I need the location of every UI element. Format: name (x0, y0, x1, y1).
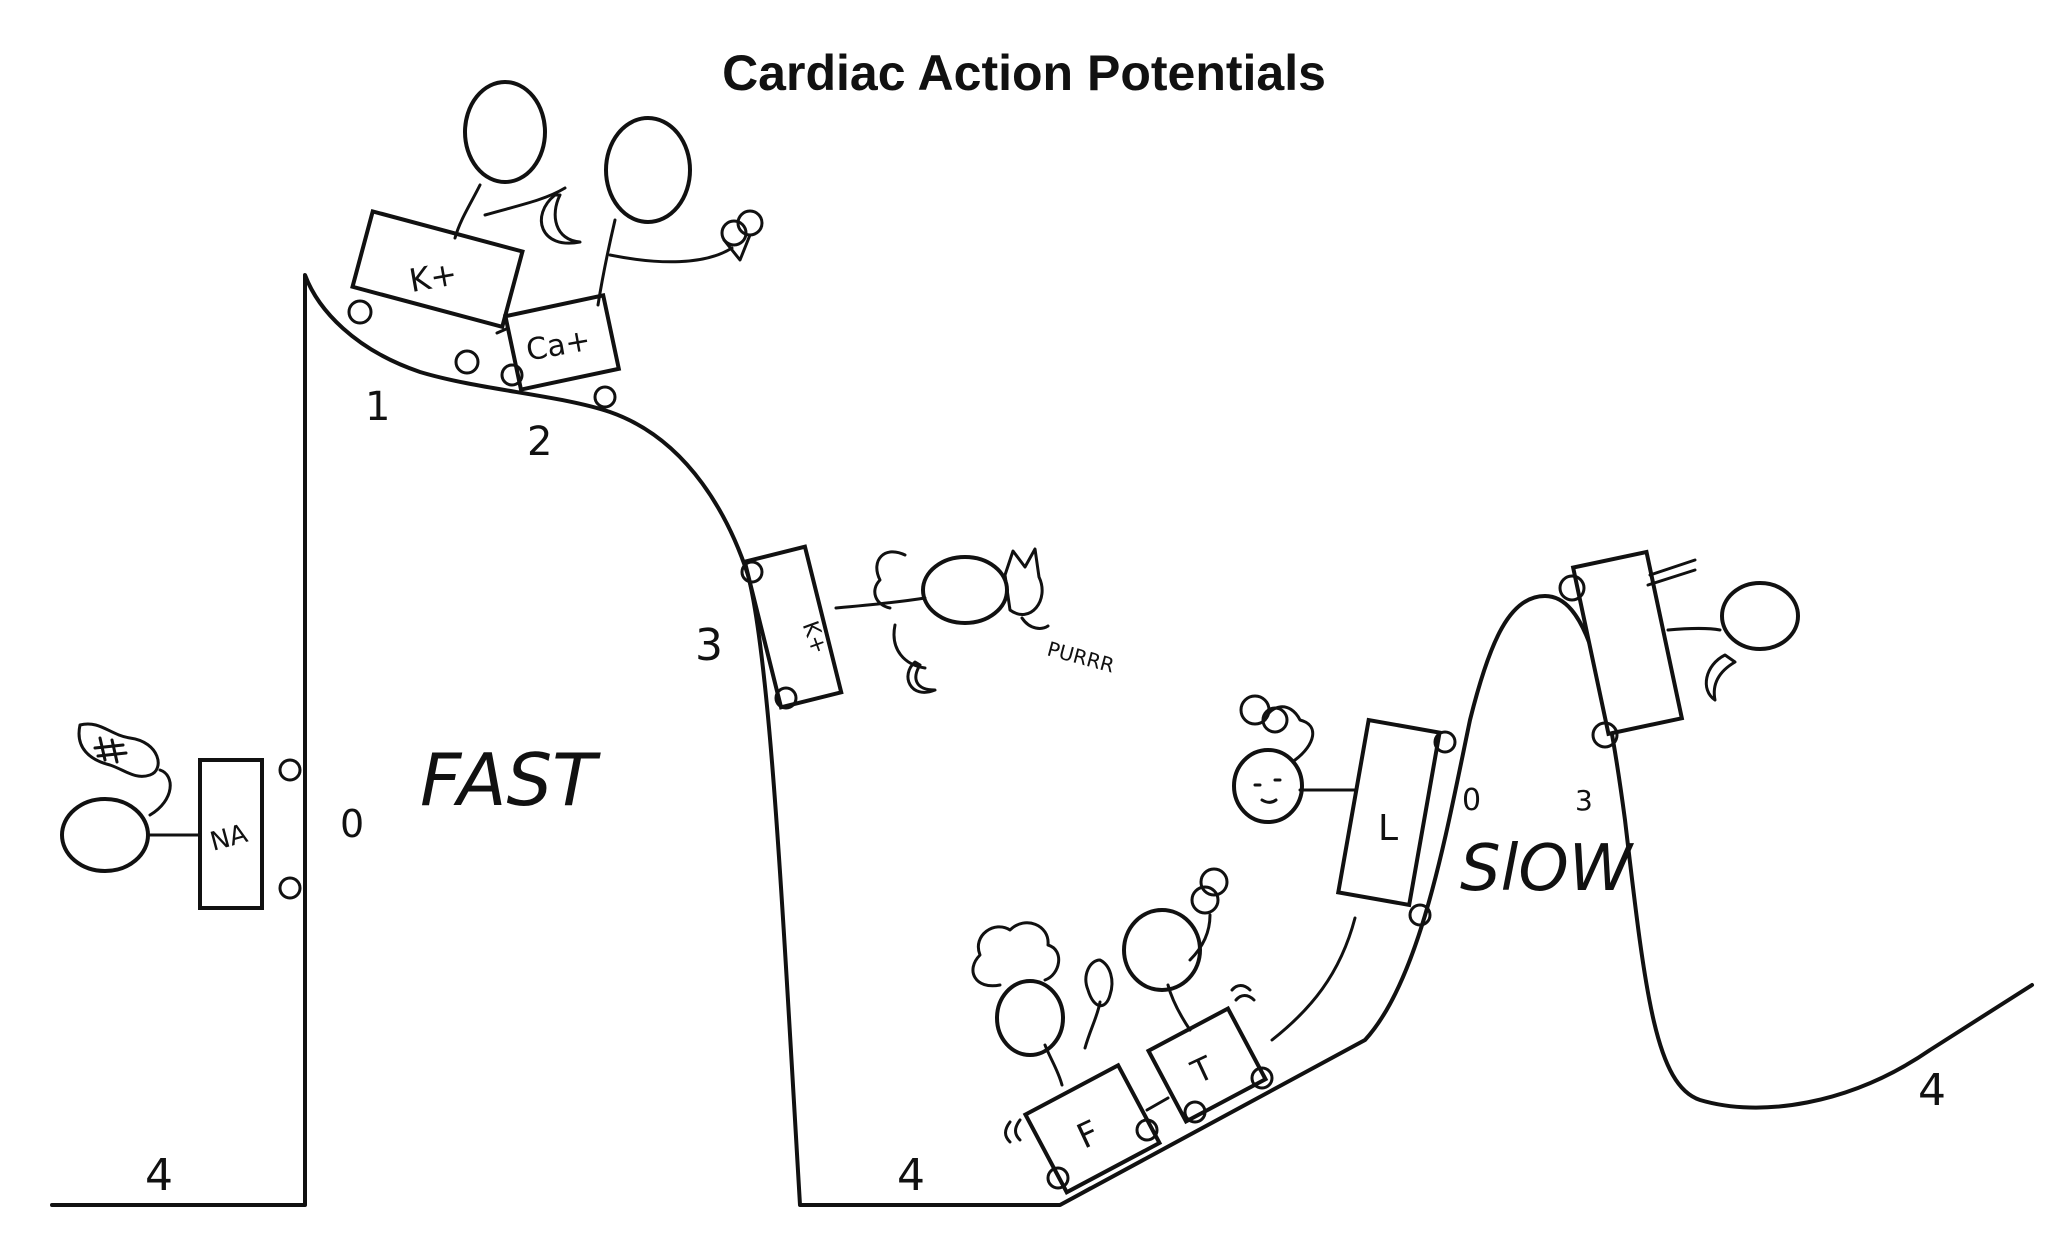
l-cart-wheel (1408, 903, 1432, 927)
l-cart: L (1232, 694, 1457, 1042)
cart-coupling (1145, 1096, 1170, 1112)
page-title: Cardiac Action Potentials (722, 45, 1326, 101)
f-cart: F (971, 921, 1163, 1195)
na-cart: NA (60, 722, 302, 910)
slow-phase-0: 0 (1462, 783, 1481, 818)
k-rider-head (463, 80, 547, 184)
f-rider-hair (971, 921, 1060, 988)
banana-icon (539, 193, 582, 245)
cat-rider-hair (873, 550, 907, 610)
l-cart-label: L (1378, 808, 1398, 849)
ca-rider-head (604, 116, 692, 224)
peak-rider-arm (1666, 627, 1722, 632)
cat-sound-text: PURRR (1045, 637, 1117, 678)
na-rider-hand (148, 768, 172, 817)
k-cart-label: K+ (406, 254, 460, 300)
t-cart-wheel (1183, 1100, 1207, 1124)
cat-rider-head (921, 555, 1009, 625)
peak-cart-body (1570, 549, 1685, 737)
motion-lines (1230, 984, 1256, 1002)
ice-cream-icon (722, 233, 752, 262)
peak-cart (1558, 549, 1800, 749)
na-cart-body (198, 758, 264, 910)
ca-cart: Ca+ (495, 116, 764, 409)
l-rider-head (1232, 748, 1304, 824)
cat-tail (1020, 616, 1050, 630)
ice-cream-scoop (1239, 694, 1271, 726)
peak-rider-head (1720, 581, 1800, 651)
l-rider-face (1253, 778, 1282, 804)
t-rider-arm (1188, 913, 1212, 962)
fast-phase-4-end: 4 (897, 1150, 925, 1201)
k-cart-body (350, 208, 525, 330)
ice-cream-scoop (1199, 867, 1229, 897)
na-cart-wheel (278, 876, 302, 900)
peak-cart-wheel (1591, 721, 1619, 749)
k-falling-cart-wheel (774, 686, 798, 710)
k-rider-arm (483, 186, 567, 217)
na-rider-head (60, 797, 150, 873)
cat-rider-lower-arm (892, 623, 927, 670)
l-cart-wheel (1433, 730, 1457, 754)
t-cart-wheel (1250, 1066, 1274, 1090)
f-rider-head (995, 979, 1065, 1057)
peak-cart-handle (1646, 558, 1697, 587)
f-rider-arm (1083, 1000, 1102, 1050)
banana-icon (1704, 653, 1737, 702)
motion-lines (1004, 1118, 1022, 1144)
l-cart-body (1335, 717, 1442, 908)
f-cart-wheel (1046, 1166, 1070, 1190)
ice-cream-scoop (1261, 706, 1289, 734)
fast-action-potential-curve (50, 273, 2034, 1207)
fast-phase-2: 2 (527, 419, 552, 465)
ca-cart-wheel (593, 385, 617, 409)
cat-icon (1003, 547, 1044, 617)
banana-icon (906, 660, 937, 694)
ca-rider-arm (608, 246, 734, 264)
k-rider-neck (453, 183, 482, 240)
slow-ramp-line (1058, 1186, 1092, 1207)
t-rider-neck (1166, 983, 1192, 1032)
cat-rider-arm (834, 596, 927, 610)
k-cart: K+ (347, 80, 582, 375)
peak-cart-wheel (1558, 574, 1586, 602)
k-cart-wheel (454, 349, 480, 375)
fast-label: FAST (420, 738, 601, 822)
ice-cream-scoop (1190, 885, 1220, 915)
slow-phase-3: 3 (1575, 784, 1593, 817)
ca-rider-neck (596, 218, 617, 307)
slow-connector (1270, 916, 1357, 1042)
ca-cart-wheel (500, 363, 524, 387)
ca-cart-body (503, 293, 622, 392)
na-cart-wheel (278, 758, 302, 782)
k-falling-cart: K+ PURRR (740, 544, 1117, 710)
f-cart-wheel (1135, 1118, 1159, 1142)
k-falling-cart-body (742, 544, 844, 710)
fast-phase-1: 1 (365, 384, 390, 430)
t-rider-head (1122, 908, 1202, 992)
fast-phase-4: 4 (145, 1150, 173, 1201)
t-cart: T (1122, 867, 1274, 1125)
f-cart-body (1022, 1062, 1163, 1195)
slow-label: SlOW (1460, 832, 1635, 906)
fast-phase-0: 0 (340, 802, 364, 846)
k-cart-wheel (347, 299, 373, 325)
k-falling-cart-wheel (740, 560, 764, 584)
peanut-texture (93, 736, 128, 764)
slow-phase-4: 4 (1918, 1065, 1946, 1116)
peanut-icon (1084, 958, 1114, 1008)
peanut-icon (77, 722, 160, 778)
fast-phase-3: 3 (695, 620, 723, 671)
